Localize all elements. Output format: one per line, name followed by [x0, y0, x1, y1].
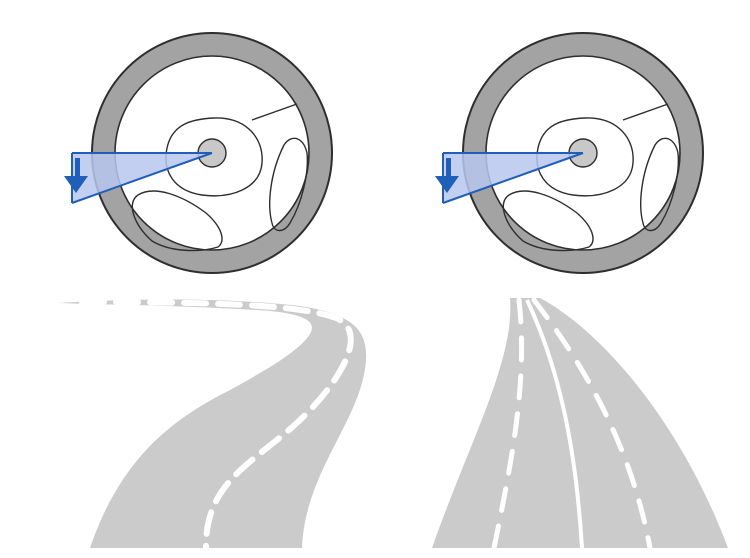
- down-arrow-icon: [435, 158, 459, 193]
- lane-marking-right-3: [531, 297, 653, 551]
- lane-marking-right-2: [525, 299, 584, 549]
- road-left: [58, 299, 367, 551]
- lane-marking-right-1: [491, 297, 525, 551]
- road-right: [432, 297, 728, 551]
- lane-marking-left: [79, 299, 354, 551]
- down-arrow-icon: [64, 158, 88, 193]
- steering-angle-right: [435, 152, 584, 204]
- steering-angle-left: [64, 152, 213, 204]
